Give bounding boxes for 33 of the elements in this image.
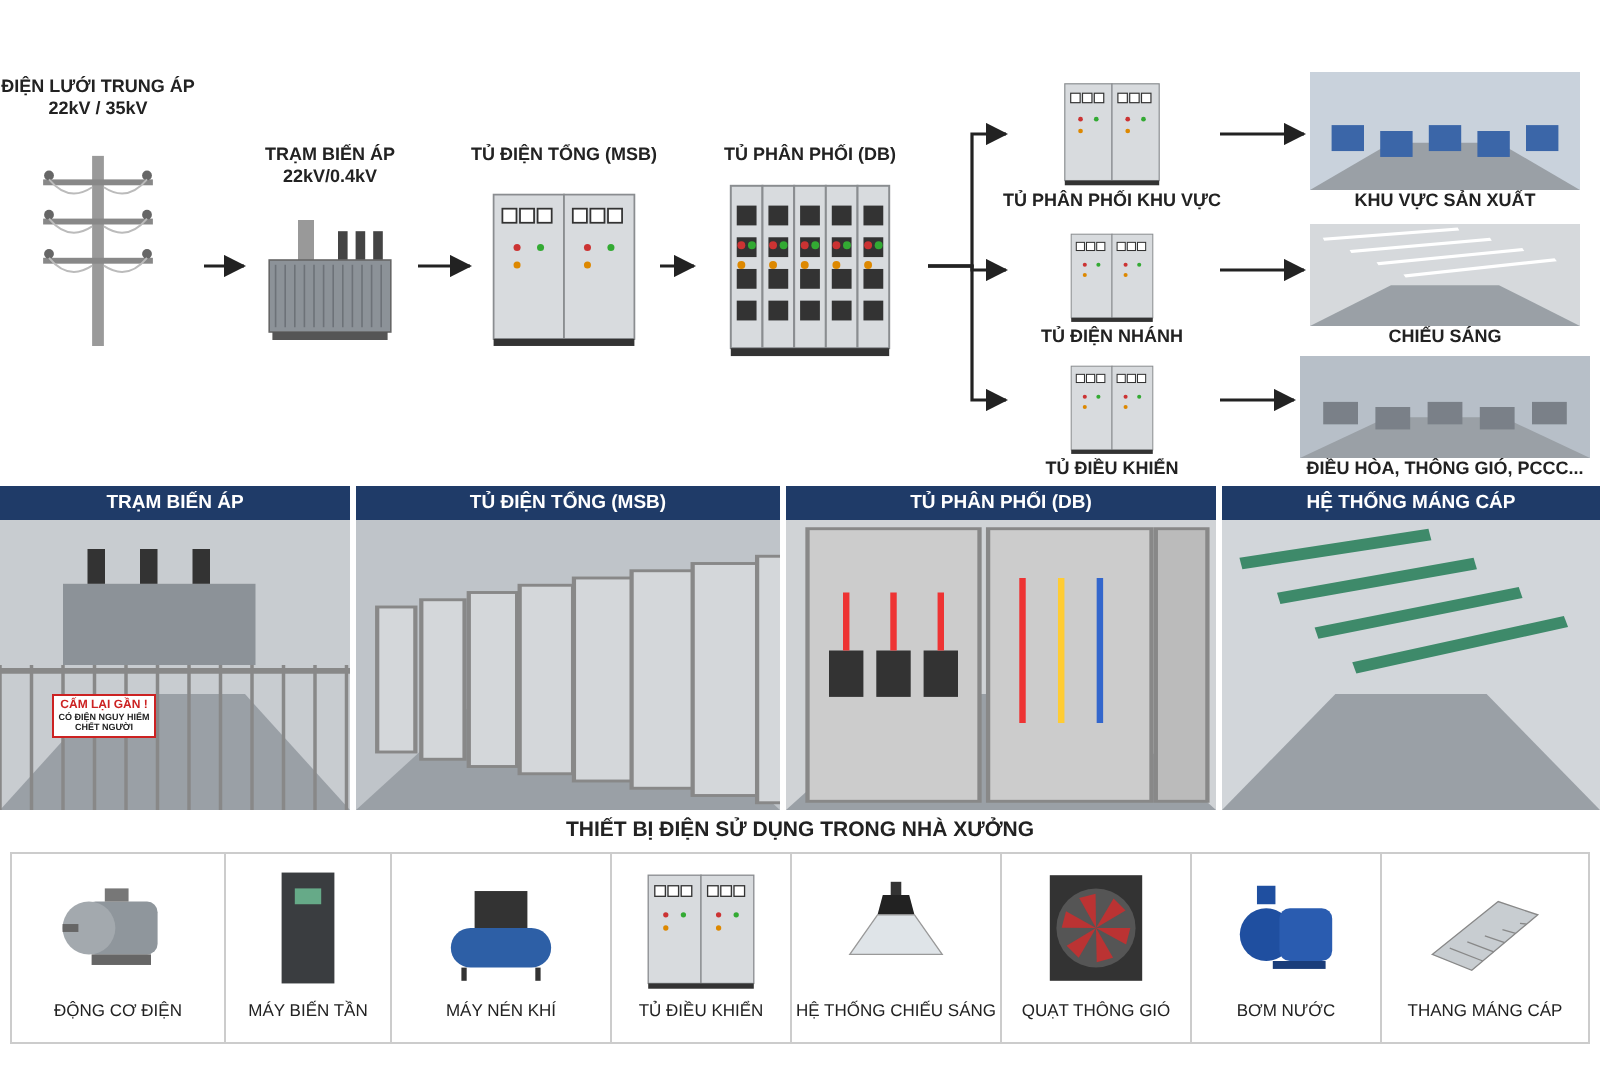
stage-label: TỦ PHÂN PHỐI (DB) [724,144,896,166]
arrow [1220,258,1307,282]
equipment-label: MÁY NÉN KHÍ [445,1000,557,1020]
section-heading: THIẾT BỊ ĐIỆN SỬ DỤNG TRONG NHÀ XƯỞNG [565,818,1035,842]
panel-title-bar: HỆ THỐNG MÁNG CÁP [1222,486,1600,520]
arrow [928,264,1009,412]
equipment-label: QUẠT THÔNG GIÓ [1021,1000,1171,1020]
stage-label: TỦ ĐIỆN NHÁNH [1041,326,1183,348]
panel-title-bar: TRẠM BIẾN ÁP [0,486,350,520]
stage-label: TỦ ĐIỀU KHIỂN [1045,458,1179,480]
stage-label: ĐIỀU HÒA, THÔNG GIÓ, PCCC... [1306,458,1584,480]
stage-label: KHU VỰC SẢN XUẤT [1354,190,1536,212]
equipment-label: MÁY BIẾN TẦN [248,1000,368,1020]
arrow [1220,388,1297,412]
voltage-rating: 22kV / 35kV [48,98,148,120]
equipment-label: HỆ THỐNG CHIẾU SÁNG [796,1000,996,1020]
equipment-label: ĐỘNG CƠ ĐIỆN [54,1000,182,1020]
equipment-cell [792,854,1002,1042]
panel-title-bar: TỦ ĐIỆN TỔNG (MSB) [356,486,780,520]
equipment-label: BƠM NƯỚC [1236,1000,1336,1020]
voltage-rating: 22kV/0.4kV [282,166,378,188]
equipment-label: TỦ ĐIỀU KHIỂN [638,1000,764,1020]
stage-label: ĐIỆN LƯỚI TRUNG ÁP [1,76,195,98]
arrow [418,254,473,278]
stage-label: TRẠM BIẾN ÁP [265,144,395,166]
stage-label: TỦ PHÂN PHỐI KHU VỰC [1003,190,1221,212]
equipment-label: THANG MÁNG CÁP [1407,1000,1563,1020]
arrow [1220,122,1307,146]
arrow [204,254,247,278]
stage-label: CHIẾU SÁNG [1388,326,1502,348]
panel-title-bar: TỦ PHÂN PHỐI (DB) [786,486,1216,520]
stage-label: TỦ ĐIỆN TỔNG (MSB) [471,144,657,166]
arrow [660,254,697,278]
